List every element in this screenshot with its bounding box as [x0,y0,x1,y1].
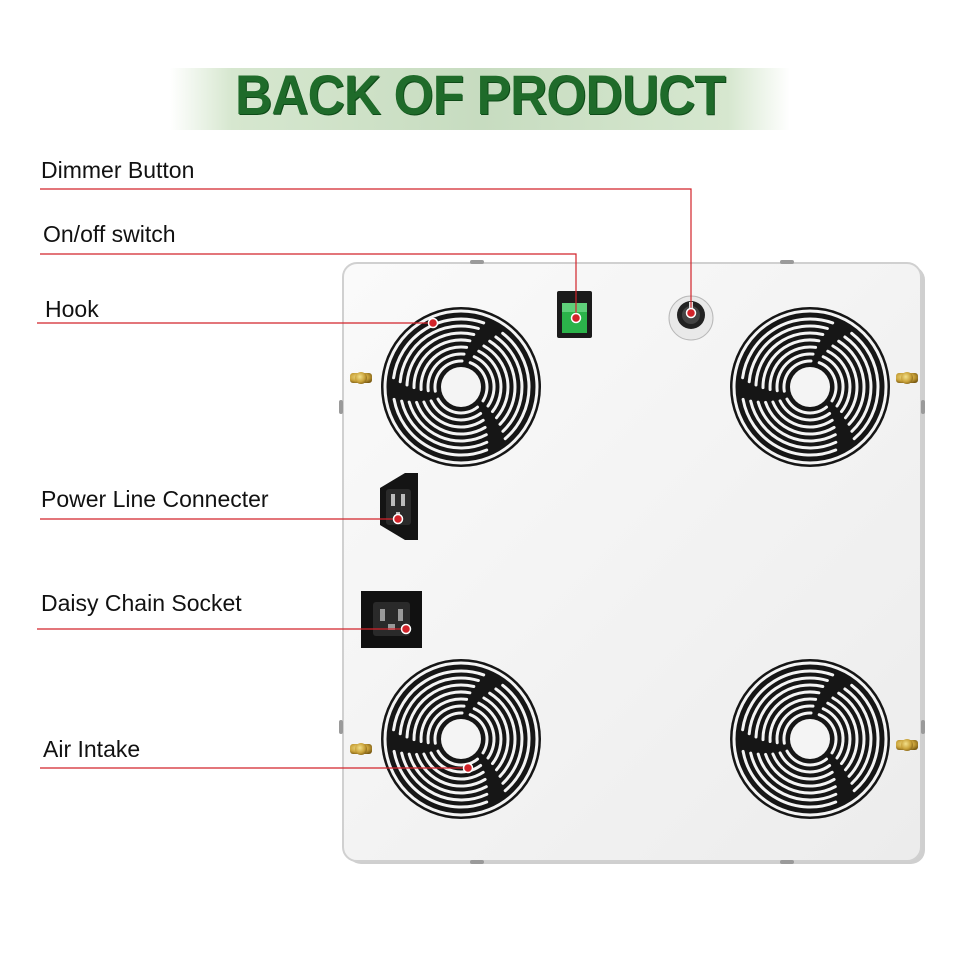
title-banner [170,68,790,130]
power-line-connector [380,473,418,540]
label-air-intake: Air Intake [43,736,141,762]
page-title: BACK OF PRODUCT [235,63,726,126]
callout-dot-dimmer [685,307,697,319]
callout-dot-intake [462,762,474,774]
callout-dot-hook [427,317,439,329]
callout-dot-daisy [400,623,412,635]
callout-dot-power [392,513,404,525]
hook-top-left [350,372,372,384]
label-hook: Hook [45,296,99,322]
daisy-chain-socket [361,591,422,648]
fan-bottom-right [730,659,890,819]
edge-nubs [339,260,925,864]
label-power-line-connecter: Power Line Connecter [41,486,269,512]
label-dimmer-button: Dimmer Button [41,157,195,183]
hook-bottom-right [896,739,918,751]
fan-top-left [381,307,541,467]
hook-bottom-left [350,743,372,755]
hook-top-right [896,372,918,384]
fan-bottom-left [381,659,541,819]
label-on-off-switch: On/off switch [43,221,176,247]
callout-dot-switch [570,312,582,324]
leader-line-dimmer [40,188,692,313]
label-daisy-chain-socket: Daisy Chain Socket [41,590,242,616]
fan-top-right [730,307,890,467]
callout-dots [392,307,697,774]
leader-line-switch [40,253,577,318]
leader-lines [37,188,692,769]
